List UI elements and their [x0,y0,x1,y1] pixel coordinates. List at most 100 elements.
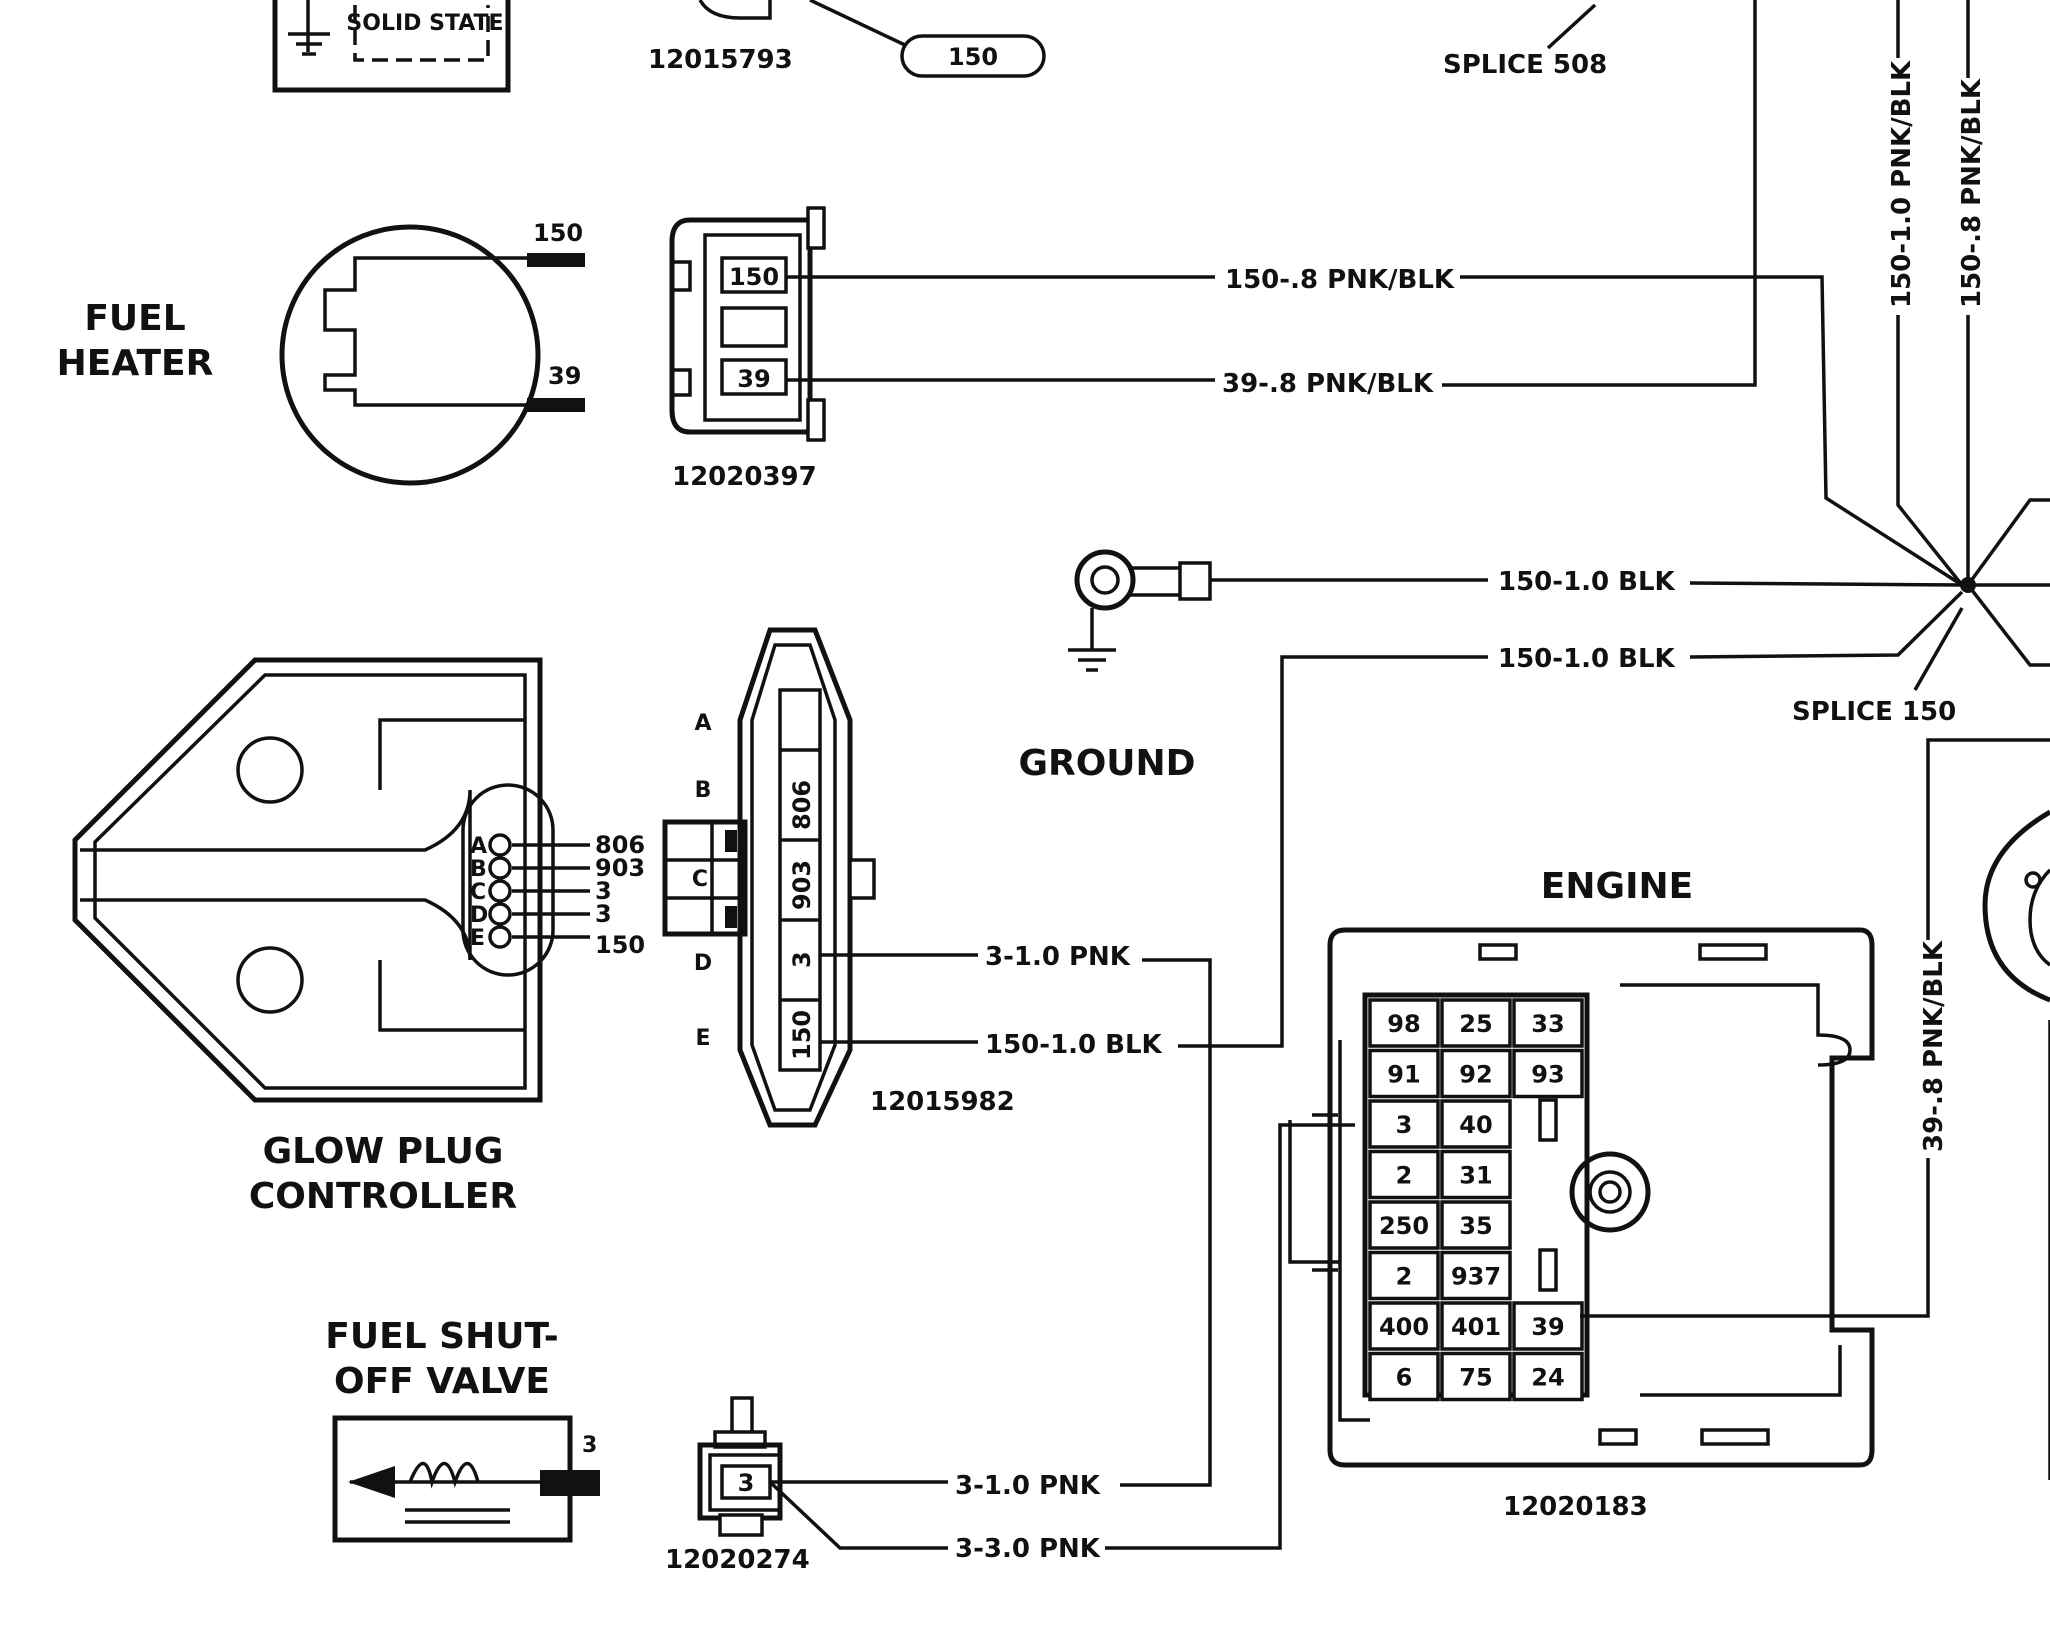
svg-text:150: 150 [595,931,645,959]
wire-label-ground-2: 150-1.0 BLK [1498,644,1676,674]
engine-cavity-label: 31 [1459,1162,1492,1190]
engine-cavity [1440,998,1512,1048]
fuel-heater-terminal-150: 150 [533,219,583,247]
connector-12015982: C A B D E 806 903 3 150 12015982 [662,627,1015,1128]
glow-plug-controller-label-2: CONTROLLER [249,1176,517,1217]
engine-cavity-label: 400 [1379,1313,1429,1341]
engine-cavity [1440,1250,1512,1301]
glow-plug-connector-latch-c: C [692,867,708,892]
wire-label-150-pnk-blk: 150-.8 PNK/BLK [1225,265,1455,295]
fuel-heater-label-2: HEATER [57,343,214,384]
wire-label-gpc-3-1.0-pnk: 3-1.0 PNK [985,942,1131,972]
engine-cavity [1512,1048,1584,1099]
svg-text:3: 3 [595,900,612,928]
engine-cavity-label: 3 [1396,1111,1413,1139]
svg-text:39: 39 [737,365,770,393]
wire-label-150-1.0-pnk-blk: 150-1.0 PNK/BLK [1887,60,1917,308]
engine-label: ENGINE [1541,866,1693,907]
engine-cavity-label: 35 [1459,1212,1492,1240]
svg-text:A: A [470,834,487,859]
glow-plug-controller-pins: A B C D E 806 903 3 3 150 [470,831,645,959]
svg-text:E: E [695,1026,710,1051]
engine-cavity-label: 937 [1451,1263,1501,1291]
engine-cavity-label: 2 [1396,1263,1413,1291]
fuel-heater-label-1: FUEL [84,298,185,339]
splice-508: SPLICE 508 [1443,3,1607,80]
engine-cavity [1440,1200,1512,1250]
glow-connector-cavity-806: 806 [788,780,816,830]
engine-cavity [1440,1149,1512,1200]
engine-cavity [1368,1250,1440,1301]
engine-cavity-label: 91 [1387,1061,1420,1089]
top-connector-12015793: 12015793 150 [648,0,1046,78]
connector-12020397-label: 12020397 [672,462,817,492]
svg-text:B: B [695,778,712,803]
wire-39-right: 39-.8 PNK/BLK [1580,738,2050,1318]
svg-text:3: 3 [595,877,612,905]
svg-text:D: D [694,951,712,976]
svg-text:D: D [470,903,488,928]
engine-cavity-label: 250 [1379,1212,1429,1240]
svg-text:3: 3 [738,1469,755,1497]
engine-cavity-label: 40 [1459,1111,1492,1139]
glow-plug-controller: A B C D E 806 903 3 3 150 GLOW PLUG CONT… [72,657,645,1217]
wire-label-vertical-39: 39-.8 PNK/BLK [1919,940,1949,1152]
engine-cavity [1440,1351,1512,1402]
fuel-heater: FUEL HEATER 150 39 [57,219,585,486]
connector-12020397-cavity-150 [720,256,788,294]
wire-label-ground-1: 150-1.0 BLK [1498,567,1676,597]
svg-text:903: 903 [595,854,645,882]
engine-cavity [1368,1048,1440,1099]
connector-12015982-label: 12015982 [870,1087,1015,1117]
engine-cavity-label: 25 [1459,1010,1492,1038]
connector-12020183-label: 12020183 [1503,1492,1648,1522]
engine-cavity [1512,1301,1584,1351]
svg-text:E: E [470,926,485,951]
splice-tag-150 [900,34,1046,78]
connector-12020274: 3 12020274 [665,1396,810,1575]
engine-cavity [1440,1099,1512,1149]
solid-state-label-1: SOLID STATE [346,11,503,36]
fuel-heater-wires: 150-.8 PNK/BLK 39-.8 PNK/BLK [786,0,1963,587]
solid-state-component: SOLID STATE [272,0,511,93]
svg-text:806: 806 [595,831,645,859]
fuel-shutoff-valve-label-2: OFF VALVE [334,1361,550,1402]
engine-cavity [1368,1149,1440,1200]
connector-12020397-cavity-39 [720,358,788,396]
engine-cavity [1440,1048,1512,1099]
wire-label-gpc-150-1.0-blk: 150-1.0 BLK [985,1030,1163,1060]
wire-label-valve-3-3.0-pnk: 3-3.0 PNK [955,1534,1101,1564]
engine-cavity [1368,1099,1440,1149]
fuel-shutoff-valve: FUEL SHUT- OFF VALVE 3 [325,1316,600,1543]
engine-cavity-label: 75 [1459,1364,1492,1392]
splice-150: SPLICE 150 [1792,498,2050,727]
engine-cavity-label: 6 [1396,1364,1413,1392]
glow-connector-cavity-3: 3 [788,951,816,968]
splice-150-label: SPLICE 150 [1792,697,1956,727]
connector-12020397: 150 39 12020397 [669,206,826,492]
engine-cavity [1440,1301,1512,1351]
glow-connector-cavity-150: 150 [788,1010,816,1060]
engine-cavity-label: 2 [1396,1162,1413,1190]
engine-cavity-label: 93 [1531,1061,1564,1089]
connector-12020274-label: 12020274 [665,1545,810,1575]
engine-cavity [1368,998,1440,1048]
right-edge-component [1982,809,2050,1480]
svg-text:C: C [470,880,486,905]
engine-cavity [1368,1301,1440,1351]
engine-cavity [1512,998,1584,1048]
wire-label-150-.8-pnk-blk: 150-.8 PNK/BLK [1957,78,1987,308]
engine-cavity-label: 401 [1451,1313,1501,1341]
fuel-shutoff-valve-label-1: FUEL SHUT- [325,1316,558,1357]
ground-label: GROUND [1018,743,1195,784]
svg-text:150: 150 [729,263,779,291]
ground-terminal: GROUND [1018,549,1212,784]
engine-cavity [1512,1351,1584,1402]
fuel-valve-terminal-3: 3 [582,1433,597,1458]
glow-plug-wires: 3-1.0 PNK 150-1.0 BLK [820,942,1212,1487]
glow-connector-cavity-903: 903 [788,860,816,910]
wire-label-39-pnk-blk: 39-.8 PNK/BLK [1222,369,1434,399]
connector-12015793-label: 12015793 [648,45,793,75]
